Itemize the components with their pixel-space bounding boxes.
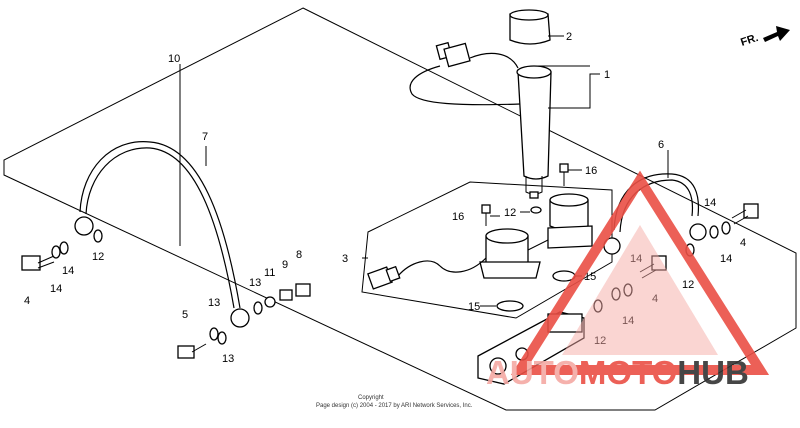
part-14-washer-d <box>721 221 731 235</box>
part-16-screw-upper <box>559 163 569 186</box>
callout-9: 9 <box>282 259 288 271</box>
part-4-bolt-right <box>731 203 759 225</box>
callout-15-lower: 15 <box>468 301 480 313</box>
watermark-part-3: HUB <box>677 354 749 391</box>
part-5-bolt <box>177 343 207 359</box>
part-13-washer-a <box>209 327 219 341</box>
callout-4-left: 4 <box>24 295 30 307</box>
watermark-logo: AUTOMOTOHUB <box>486 170 770 391</box>
part-14-washer-f <box>611 287 621 301</box>
part-14-washer-c <box>709 225 719 239</box>
callout-14-right-a: 14 <box>704 197 716 209</box>
copyright-line-2: Page design (c) 2004 - 2017 by ARI Netwo… <box>316 403 473 409</box>
part-14-washer-e <box>623 283 633 297</box>
copyright-line-1: Copyright <box>358 395 384 401</box>
callout-6: 6 <box>658 139 664 151</box>
callout-14-left-a: 14 <box>50 283 62 295</box>
part-12-washer-left <box>93 229 103 243</box>
part-12-washer-center <box>530 206 542 214</box>
callout-4-right: 4 <box>740 237 746 249</box>
part-7-hose <box>74 141 250 328</box>
callout-7: 7 <box>202 131 208 143</box>
callout-14-right-b: 14 <box>720 253 732 265</box>
callout-12-lower: 12 <box>594 335 606 347</box>
watermark-text: AUTOMOTOHUB <box>486 354 749 391</box>
part-15-oring-lower <box>496 300 524 312</box>
leader-lines <box>179 35 669 307</box>
callout-13-b: 13 <box>222 353 234 365</box>
part-4-bolt-mid <box>639 255 667 279</box>
part-11-oring <box>264 296 276 308</box>
part-3-harness <box>367 257 487 290</box>
part-3-valve-assembly <box>479 193 593 279</box>
arrow-icon <box>763 26 790 42</box>
callout-11: 11 <box>264 267 275 279</box>
callout-1: 1 <box>604 69 610 81</box>
callout-10: 10 <box>168 53 180 65</box>
part-9-fitting <box>279 289 293 301</box>
callout-12-right: 12 <box>682 279 694 291</box>
front-direction-arrow: FR. <box>739 26 790 49</box>
callout-14-mid-a: 14 <box>630 253 642 265</box>
front-direction-label: FR. <box>739 32 760 49</box>
callout-12-left: 12 <box>92 251 104 263</box>
callout-13-c: 13 <box>249 277 261 289</box>
part-4-bolt-left <box>21 255 55 271</box>
callout-4-mid: 4 <box>652 293 658 305</box>
watermark-triangle-icon <box>510 170 770 375</box>
callout-16-lower: 16 <box>452 211 464 223</box>
callout-14-left-b: 14 <box>62 265 74 277</box>
part-13-washer-b <box>217 331 227 345</box>
callout-12-center: 12 <box>504 207 516 219</box>
callout-numbers: 2 1 16 16 12 3 15 15 10 7 6 4 14 14 12 5… <box>24 31 746 365</box>
assembly-boundary <box>3 7 797 411</box>
part-12-washer-lower <box>593 299 603 313</box>
watermark-triangle-fill-icon <box>562 225 718 355</box>
subassembly-3-boundary <box>361 181 613 319</box>
callout-16-upper: 16 <box>585 165 597 177</box>
part-8-filter <box>295 283 311 297</box>
callout-14-mid-b: 14 <box>622 315 634 327</box>
part-2-cap <box>509 9 551 45</box>
part-16-screw-lower <box>481 204 491 226</box>
part-1-harness <box>409 41 521 106</box>
callout-5: 5 <box>182 309 188 321</box>
callout-13-a: 13 <box>208 297 220 309</box>
callout-2: 2 <box>566 31 572 43</box>
part-1-filter <box>516 65 552 199</box>
part-14-washer-b <box>51 245 61 259</box>
watermark-part-1: AUTO <box>486 354 579 391</box>
callout-15-right: 15 <box>584 271 596 283</box>
watermark-part-2: MOTO <box>579 354 677 391</box>
callout-3: 3 <box>342 253 348 265</box>
part-13-washer-c <box>253 301 263 315</box>
callout-8: 8 <box>296 249 302 261</box>
part-14-washer-a <box>59 241 69 255</box>
